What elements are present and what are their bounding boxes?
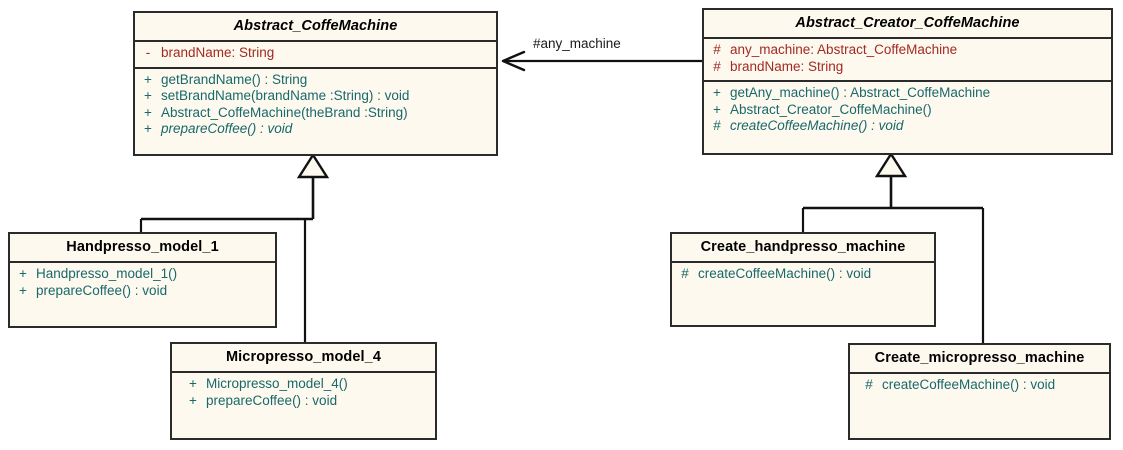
operation-label: Micropresso_model_4() — [206, 376, 348, 391]
operation-row: + prepareCoffee() : void — [10, 283, 275, 300]
operations-compartment: # createCoffeeMachine() : void — [850, 372, 1109, 398]
visibility-marker: # — [713, 118, 721, 133]
attributes-compartment: - brandName: String — [135, 40, 496, 67]
class-title-handpresso-model-1: Handpresso_model_1 — [66, 239, 219, 255]
operation-row: # createCoffeeMachine() : void — [850, 377, 1109, 394]
attribute-row: # any_machine: Abstract_CoffeMachine — [704, 42, 1111, 59]
visibility-marker: # — [681, 266, 689, 281]
visibility-marker: + — [144, 104, 152, 120]
visibility-marker: + — [19, 282, 27, 298]
operation-row: + setBrandName(brandName :String) : void — [135, 88, 496, 105]
operation-row: + getBrandName() : String — [135, 72, 496, 89]
attribute-label: brandName: String — [730, 58, 844, 74]
visibility-marker: + — [713, 101, 721, 117]
operation-row: # createCoffeeMachine() : void — [672, 266, 934, 283]
class-box-abstract-coffemachine[interactable]: Abstract_CoffeMachine - brandName: Strin… — [133, 11, 498, 156]
operation-row: + Handpresso_model_1() — [10, 266, 275, 283]
operation-row: + getAny_machine() : Abstract_CoffeMachi… — [704, 85, 1111, 102]
operation-label-abstract: createCoffeeMachine() : void — [730, 118, 904, 133]
operation-row: + prepareCoffee() : void — [135, 121, 496, 138]
operations-compartment: # createCoffeeMachine() : void — [672, 261, 934, 287]
attribute-row: - brandName: String — [135, 45, 496, 62]
visibility-marker: + — [144, 121, 152, 136]
class-box-create-handpresso-machine[interactable]: Create_handpresso_machine # createCoffee… — [670, 232, 936, 327]
operation-label: createCoffeeMachine() : void — [882, 377, 1056, 392]
class-box-handpresso-model-1[interactable]: Handpresso_model_1 + Handpresso_model_1(… — [8, 232, 277, 328]
visibility-marker: # — [713, 58, 721, 74]
operation-row: + Micropresso_model_4() — [172, 376, 435, 393]
visibility-marker: + — [144, 88, 152, 103]
operation-row: + prepareCoffee() : void — [172, 393, 435, 410]
association-label-any-machine: #any_machine — [533, 36, 621, 51]
visibility-marker: + — [189, 376, 197, 391]
operation-label: getAny_machine() : Abstract_CoffeMachine — [730, 85, 991, 100]
attributes-compartment: # any_machine: Abstract_CoffeMachine # b… — [704, 37, 1111, 80]
class-title-create-handpresso-machine: Create_handpresso_machine — [700, 239, 906, 255]
operation-label: prepareCoffee() : void — [36, 282, 168, 298]
operation-label: getBrandName() : String — [161, 71, 308, 87]
visibility-marker: + — [144, 71, 152, 87]
operation-label: Abstract_Creator_CoffeMachine() — [730, 101, 932, 117]
operation-row: + Abstract_Creator_CoffeMachine() — [704, 102, 1111, 119]
class-title-abstract-coffemachine: Abstract_CoffeMachine — [233, 18, 398, 34]
operations-compartment: + Micropresso_model_4() + prepareCoffee(… — [172, 371, 435, 413]
visibility-marker: # — [713, 42, 721, 57]
operation-label: createCoffeeMachine() : void — [698, 266, 872, 281]
class-box-abstract-creator-coffemachine[interactable]: Abstract_Creator_CoffeMachine # any_mach… — [702, 8, 1113, 155]
visibility-marker: # — [865, 377, 873, 392]
visibility-marker: + — [713, 85, 721, 100]
class-title-micropresso-model-4: Micropresso_model_4 — [225, 349, 381, 365]
operation-row: + Abstract_CoffeMachine(theBrand :String… — [135, 105, 496, 122]
association-any-machine — [501, 50, 702, 72]
class-box-create-micropresso-machine[interactable]: Create_micropresso_machine # createCoffe… — [848, 343, 1111, 440]
operations-compartment: + getBrandName() : String + setBrandName… — [135, 66, 496, 142]
operations-compartment: + Handpresso_model_1() + prepareCoffee()… — [10, 261, 275, 303]
class-title-abstract-creator-coffemachine: Abstract_Creator_CoffeMachine — [795, 15, 1020, 31]
visibility-marker: + — [189, 392, 197, 408]
class-box-micropresso-model-4[interactable]: Micropresso_model_4 + Micropresso_model_… — [170, 342, 437, 440]
visibility-marker: - — [145, 45, 151, 60]
operation-label: setBrandName(brandName :String) : void — [161, 88, 410, 103]
operation-label-abstract: prepareCoffee() : void — [161, 121, 293, 136]
attribute-label: any_machine: Abstract_CoffeMachine — [730, 42, 958, 57]
visibility-marker: + — [19, 266, 27, 281]
operation-label: Abstract_CoffeMachine(theBrand :String) — [161, 104, 408, 120]
operation-label: Handpresso_model_1() — [36, 266, 178, 281]
operations-compartment: + getAny_machine() : Abstract_CoffeMachi… — [704, 80, 1111, 139]
operation-row: # createCoffeeMachine() : void — [704, 118, 1111, 135]
attribute-row: # brandName: String — [704, 59, 1111, 76]
class-title-create-micropresso-machine: Create_micropresso_machine — [874, 350, 1085, 366]
operation-label: prepareCoffee() : void — [206, 392, 338, 408]
attribute-label: brandName: String — [161, 45, 275, 60]
